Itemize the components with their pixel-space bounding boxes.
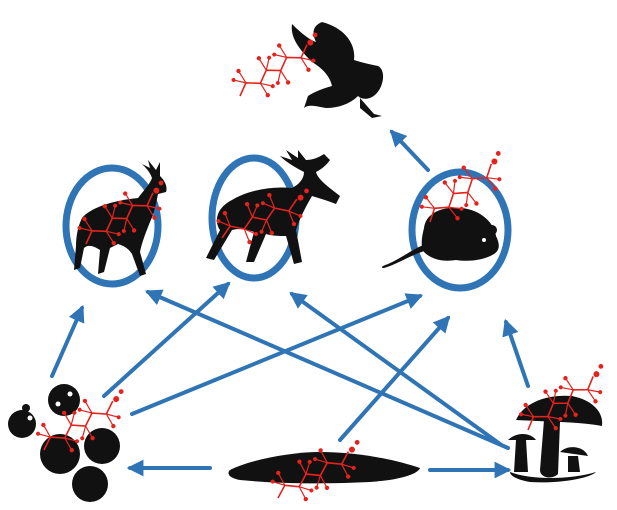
vole-ring	[408, 168, 512, 292]
flow-arrows	[50, 129, 530, 479]
arrow-mushrooms-deer	[144, 289, 510, 450]
mushroom-icon	[508, 395, 603, 483]
owl-icon	[291, 22, 384, 118]
arrow-berries-vole	[130, 293, 424, 416]
vole-icon	[381, 207, 499, 268]
arrow-mushrooms-vole	[502, 318, 530, 388]
arrow-mushrooms-moose	[289, 292, 502, 446]
arrow-berries-deer	[50, 304, 85, 378]
deer-ring	[62, 164, 162, 288]
arrow-vole-owl	[389, 129, 430, 172]
arrow-carcass-vole	[338, 315, 451, 442]
berries-icon	[8, 384, 120, 502]
arrow-berries-moose	[102, 281, 231, 398]
